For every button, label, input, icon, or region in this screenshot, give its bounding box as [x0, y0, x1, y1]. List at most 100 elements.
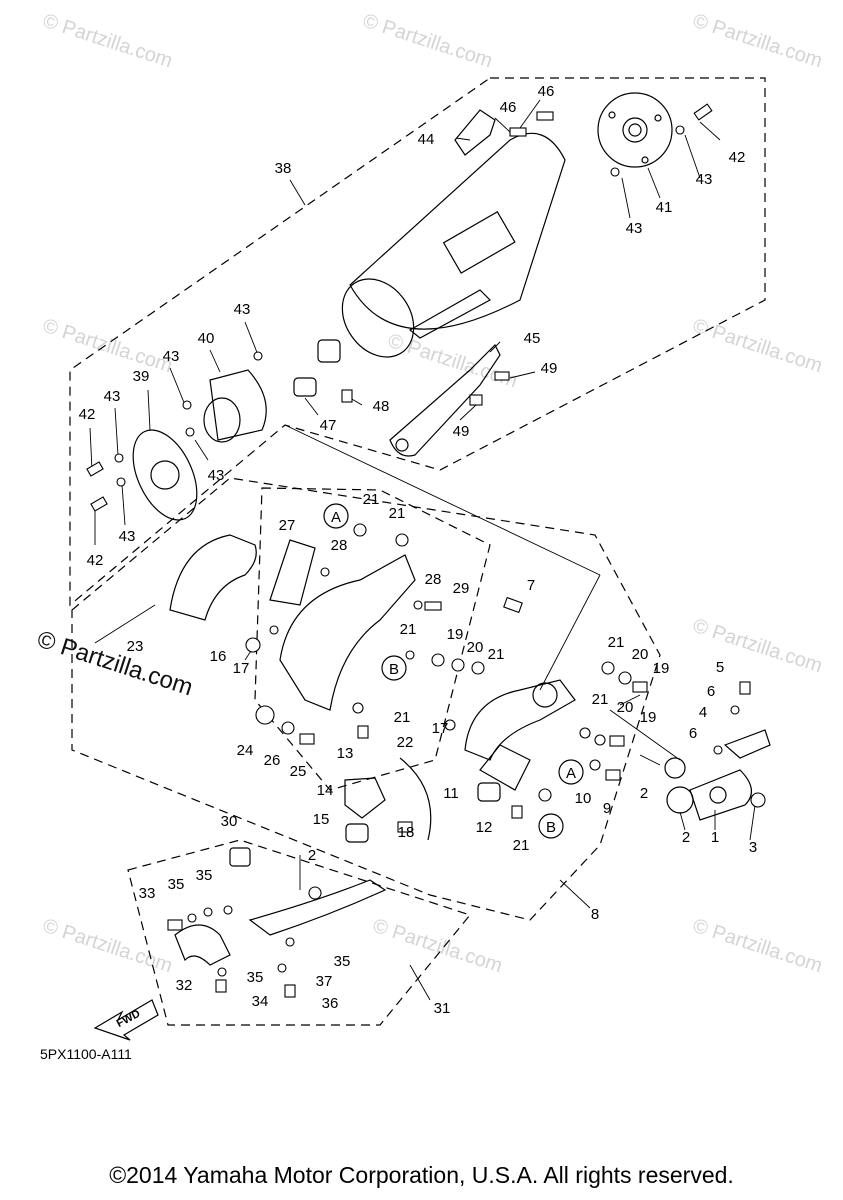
ref-marker-label: A [566, 765, 576, 782]
protector-23 [169, 534, 257, 621]
callout-17: 17 [432, 720, 449, 737]
leader-lines [89, 99, 756, 1001]
washer-icon [395, 533, 409, 547]
pipe-32 [174, 924, 231, 966]
ref-marker-label: A [331, 509, 341, 526]
washer-icon [269, 625, 279, 635]
washer-icon [277, 963, 287, 973]
callout-46: 46 [500, 99, 517, 116]
pipe-31 [248, 879, 387, 936]
bolt-icon [536, 111, 554, 121]
callout-9: 9 [603, 800, 611, 817]
callout-42: 42 [729, 149, 746, 166]
callout-24: 24 [237, 742, 254, 759]
callout-34: 34 [252, 993, 269, 1010]
washer-icon [114, 453, 124, 463]
callout-2: 2 [640, 785, 648, 802]
callout-30: 30 [221, 813, 238, 830]
washer-icon [116, 477, 126, 487]
callout-47: 47 [320, 417, 337, 434]
washer-icon [444, 719, 456, 731]
callout-21: 21 [513, 837, 530, 854]
callout-49: 49 [453, 423, 470, 440]
callout-21: 21 [400, 621, 417, 638]
callout-25: 25 [290, 763, 307, 780]
callout-43: 43 [208, 467, 225, 484]
diagram-code: 5PX1100-A111 [40, 1046, 132, 1062]
callout-19: 19 [640, 709, 657, 726]
cap-39 [132, 429, 198, 521]
callout-21: 21 [592, 691, 609, 708]
washer-icon [320, 567, 330, 577]
callout-21: 21 [389, 505, 406, 522]
callout-43: 43 [696, 171, 713, 188]
callout-44: 44 [418, 131, 435, 148]
washer-icon [451, 658, 465, 672]
callout-6: 6 [707, 683, 715, 700]
bolt-icon [90, 496, 108, 512]
callout-18: 18 [398, 824, 415, 841]
ref-marker-label: B [546, 819, 556, 836]
callout-19: 19 [447, 626, 464, 643]
washer-icon [281, 721, 295, 735]
ref-marker-b [381, 655, 407, 681]
callout-13: 13 [337, 745, 354, 762]
callout-43: 43 [626, 220, 643, 237]
callout-38: 38 [275, 160, 292, 177]
washer-icon [610, 167, 620, 177]
callout-33: 33 [139, 885, 156, 902]
callout-6: 6 [689, 725, 697, 742]
fwd-arrow-icon [93, 999, 159, 1041]
washer-icon [245, 637, 261, 653]
clamp-part [317, 339, 341, 363]
washer-icon [431, 653, 445, 667]
end-cap-41 [597, 92, 673, 168]
callout-48: 48 [373, 398, 390, 415]
callout-43: 43 [163, 348, 180, 365]
gasket-11 [477, 782, 501, 802]
callout-40: 40 [198, 330, 215, 347]
washer-icon [618, 671, 632, 685]
washer-icon [413, 600, 423, 610]
bolt-icon [167, 919, 183, 931]
callout-28: 28 [331, 537, 348, 554]
muffler-body [341, 132, 566, 358]
callout-43: 43 [104, 388, 121, 405]
ref-marker-label: B [389, 661, 399, 678]
ref-marker-a [323, 503, 349, 529]
callout-20: 20 [632, 646, 649, 663]
protector-27 [269, 539, 316, 606]
washer-icon [730, 705, 740, 715]
washer-icon [471, 661, 485, 675]
header-pipe-8 [464, 679, 576, 791]
callout-32: 32 [176, 977, 193, 994]
washer-icon [187, 913, 197, 923]
bolt-icon [357, 725, 369, 739]
washer-icon [353, 523, 367, 537]
bolt-icon [605, 769, 621, 781]
flange-1 [689, 769, 752, 821]
ref-marker-a [558, 759, 584, 785]
washer-icon [589, 759, 601, 771]
callout-19: 19 [653, 660, 670, 677]
callout-4: 4 [699, 704, 707, 721]
callout-8: 8 [591, 906, 599, 923]
callout-7: 7 [527, 577, 535, 594]
callout-20: 20 [467, 639, 484, 656]
callout-43: 43 [119, 528, 136, 545]
callout-35: 35 [334, 953, 351, 970]
callout-17: 17 [233, 660, 250, 677]
callout-1: 1 [711, 829, 719, 846]
callout-36: 36 [322, 995, 339, 1012]
callout-35: 35 [168, 876, 185, 893]
callout-2: 2 [682, 829, 690, 846]
callout-26: 26 [264, 752, 281, 769]
callout-23: 23 [127, 638, 144, 655]
washer-icon [579, 727, 591, 739]
washer-icon [405, 650, 415, 660]
bolt-icon [469, 394, 483, 406]
bolt-icon [86, 461, 104, 477]
washer-icon [713, 745, 723, 755]
callout-49: 49 [541, 360, 558, 377]
